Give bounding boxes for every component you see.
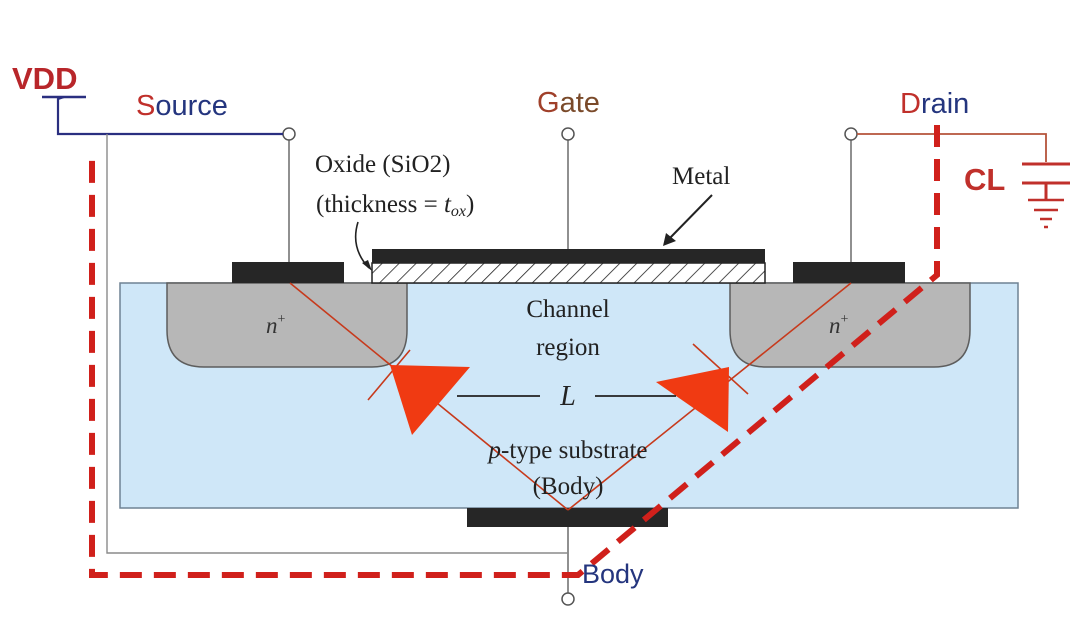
oxide-label-line1: Oxide (SiO2) (315, 151, 450, 178)
gate-label: Gate (537, 87, 600, 119)
drain-terminal (844, 127, 858, 141)
drain-to-cl-wire (857, 133, 1047, 162)
drain-diode-arrow (656, 367, 729, 432)
n-plus-left-label: n+ (266, 312, 286, 338)
n-plus-drain-region (729, 282, 971, 368)
substrate-label-line1: p-type substrate (487, 437, 648, 464)
vdd-to-source-wire (56, 95, 283, 136)
n-plus-source-region (166, 282, 408, 368)
body-contact (467, 508, 668, 527)
n-plus-right-label: n+ (829, 312, 849, 338)
oxide-layer (371, 262, 766, 284)
drain-contact (793, 262, 905, 283)
source-label: Source (136, 90, 228, 122)
source-to-body-wire (106, 134, 568, 554)
substrate-label-line2: (Body) (533, 473, 604, 500)
dashed-current-path (89, 125, 940, 578)
source-contact (232, 262, 344, 283)
load-capacitor-symbol (1022, 162, 1070, 229)
gate-terminal (561, 127, 575, 141)
channel-label-line2: region (536, 334, 600, 361)
metal-pointer-arrow (667, 194, 713, 241)
body-label: Body (582, 559, 644, 589)
drain-label: Drain (900, 88, 969, 120)
source-terminal (282, 127, 296, 141)
body-terminal (561, 592, 575, 606)
channel-label-line1: Channel (526, 296, 609, 323)
source-diode-arrow (390, 365, 470, 435)
oxide-label-line2: (thickness = tox) (316, 191, 474, 220)
cl-label: CL (964, 162, 1005, 197)
vdd-label: VDD (12, 61, 77, 96)
gate-metal (372, 249, 765, 263)
metal-label: Metal (672, 163, 730, 190)
length-label: L (559, 381, 576, 412)
